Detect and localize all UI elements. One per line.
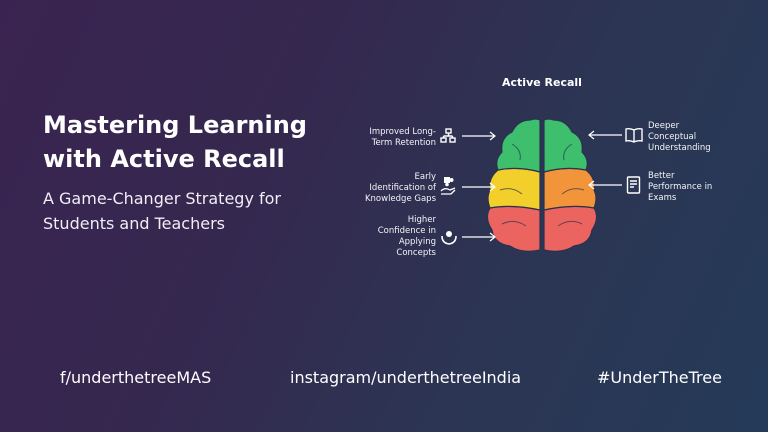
title-line-1: Mastering Learning bbox=[43, 111, 307, 139]
arrow-right-2 bbox=[462, 182, 496, 192]
subtitle-line-2: Students and Teachers bbox=[43, 214, 225, 233]
brain-illustration bbox=[486, 118, 598, 252]
benefit-deeper-understanding: Deeper Conceptual Understanding bbox=[648, 121, 711, 153]
arrow-right-1 bbox=[462, 131, 496, 141]
arrow-left-1 bbox=[588, 130, 622, 140]
puzzle-hand-icon bbox=[440, 177, 456, 195]
brain-right-red bbox=[543, 205, 598, 252]
title-line-2: with Active Recall bbox=[43, 145, 285, 173]
benefit-exam-performance: Better Performance in Exams bbox=[648, 171, 713, 203]
diagram-title: Active Recall bbox=[502, 76, 582, 89]
benefit-long-term-retention: Improved Long- Term Retention bbox=[369, 127, 436, 148]
subtitle-line-1: A Game-Changer Strategy for bbox=[43, 189, 281, 208]
instagram-handle: instagram/underthetreeIndia bbox=[290, 368, 522, 387]
brain-left-green bbox=[496, 118, 541, 173]
benefit-higher-confidence: Higher Confidence in Applying Concepts bbox=[377, 215, 436, 258]
page-subtitle: A Game-Changer Strategy for Students and… bbox=[43, 186, 333, 236]
flowchart-icon bbox=[440, 128, 456, 143]
brain-left-red bbox=[486, 205, 541, 252]
arrow-right-3 bbox=[462, 232, 496, 242]
brain-right-green bbox=[543, 118, 588, 173]
arrow-left-2 bbox=[588, 180, 622, 190]
facebook-handle: f/underthetreeMAS bbox=[60, 368, 212, 387]
page-title: Mastering Learning with Active Recall bbox=[43, 108, 343, 176]
book-icon bbox=[625, 127, 643, 143]
hands-support-icon bbox=[441, 231, 457, 245]
benefit-knowledge-gaps: Early Identification of Knowledge Gaps bbox=[364, 172, 436, 204]
hashtag: #UnderTheTree bbox=[597, 368, 722, 387]
exam-paper-icon bbox=[626, 176, 641, 194]
